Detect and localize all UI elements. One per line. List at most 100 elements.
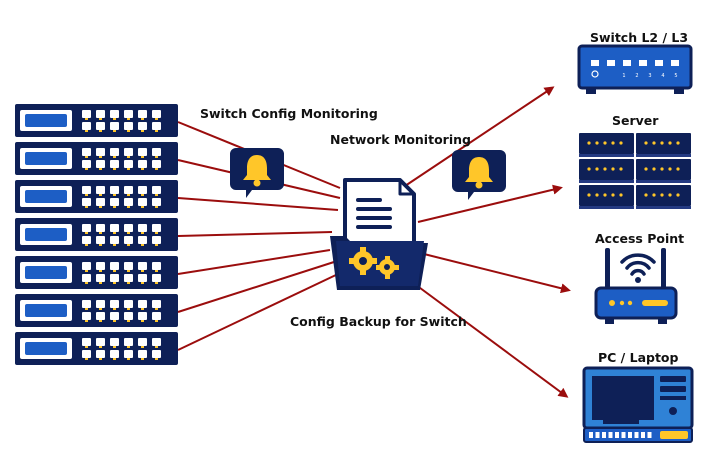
port <box>124 338 133 346</box>
switch-port <box>671 60 679 66</box>
port <box>110 160 119 168</box>
server-icon <box>579 133 691 209</box>
port <box>138 160 147 168</box>
port <box>124 122 133 130</box>
port <box>82 262 91 270</box>
port <box>138 148 147 156</box>
port <box>82 110 91 118</box>
port <box>82 198 91 206</box>
port <box>110 312 119 320</box>
stack-connection-lines <box>177 121 341 351</box>
port <box>152 224 161 232</box>
config-folder-icon <box>330 178 428 290</box>
switch-port <box>591 60 599 66</box>
port <box>110 262 119 270</box>
port <box>82 122 91 130</box>
port <box>110 224 119 232</box>
port <box>110 186 119 194</box>
port <box>138 224 147 232</box>
port <box>124 224 133 232</box>
switch-config-monitoring-label: Switch Config Monitoring <box>200 106 378 121</box>
rack-switch-unit <box>15 332 178 365</box>
port <box>152 186 161 194</box>
port <box>96 224 105 232</box>
port <box>138 198 147 206</box>
port <box>124 262 133 270</box>
port <box>82 350 91 358</box>
rack-switch-unit <box>15 180 178 213</box>
port <box>82 300 91 308</box>
port <box>138 338 147 346</box>
switch-port-number: 5 <box>674 73 677 79</box>
switch-port-number: 4 <box>661 73 664 79</box>
port <box>124 350 133 358</box>
port <box>110 122 119 130</box>
connection-line <box>177 261 335 313</box>
port <box>152 262 161 270</box>
port <box>138 274 147 282</box>
port <box>152 110 161 118</box>
arrow-to-server <box>417 184 563 223</box>
port <box>96 148 105 156</box>
config-backup-label: Config Backup for Switch <box>290 314 467 329</box>
switch-port <box>639 60 647 66</box>
connection-line <box>177 197 339 211</box>
switch-port <box>655 60 663 66</box>
switch-port-number: 3 <box>648 73 651 79</box>
port <box>82 186 91 194</box>
port <box>124 186 133 194</box>
port <box>96 338 105 346</box>
port <box>96 274 105 282</box>
port <box>124 110 133 118</box>
port <box>138 236 147 244</box>
port <box>110 198 119 206</box>
port <box>152 274 161 282</box>
port <box>96 300 105 308</box>
port <box>82 312 91 320</box>
port <box>96 122 105 130</box>
port <box>152 350 161 358</box>
pc-laptop-icon <box>582 366 694 443</box>
port <box>152 300 161 308</box>
port <box>96 312 105 320</box>
rack-switch-unit <box>15 104 178 137</box>
port <box>110 110 119 118</box>
port <box>110 338 119 346</box>
port <box>96 110 105 118</box>
rack-switch-unit <box>15 142 178 175</box>
port <box>138 122 147 130</box>
port <box>152 148 161 156</box>
port <box>138 186 147 194</box>
switch-port <box>607 60 615 66</box>
switch-device-label: Switch L2 / L3 <box>590 30 689 45</box>
port <box>124 300 133 308</box>
pc-laptop-device-label: PC / Laptop <box>598 350 679 365</box>
port <box>96 160 105 168</box>
port <box>138 350 147 358</box>
port <box>110 236 119 244</box>
switch-stack <box>15 104 178 365</box>
arrow-to-pc-laptop <box>411 281 569 398</box>
port <box>96 198 105 206</box>
arrow-to-access-point <box>423 253 571 294</box>
rack-switch-unit <box>15 218 178 251</box>
port <box>110 274 119 282</box>
network-monitoring-label: Network Monitoring <box>330 132 471 147</box>
port <box>82 274 91 282</box>
port <box>138 312 147 320</box>
port <box>152 160 161 168</box>
connection-line <box>177 273 339 351</box>
arrow-to-switch <box>404 86 555 187</box>
bell-alert-icon <box>230 148 284 198</box>
connection-line <box>177 249 331 275</box>
device-arrows <box>404 86 571 398</box>
port <box>124 160 133 168</box>
access-point-device-label: Access Point <box>595 231 685 246</box>
port <box>152 338 161 346</box>
gear-icon <box>376 256 399 279</box>
connection-line <box>177 231 333 237</box>
port <box>124 148 133 156</box>
port <box>96 350 105 358</box>
port <box>152 122 161 130</box>
